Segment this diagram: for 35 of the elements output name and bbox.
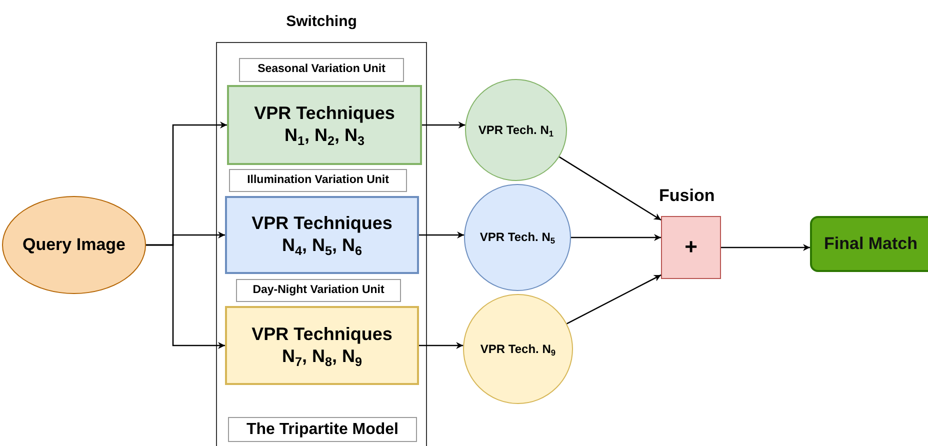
node-label: Day-Night Variation Unit bbox=[252, 284, 384, 298]
node-label: N$_{1}$, N$_{2}$, N$_{3}$ bbox=[284, 125, 365, 147]
arrow bbox=[146, 244, 225, 349]
process-box bbox=[225, 196, 419, 274]
title-box bbox=[228, 417, 417, 442]
arrow bbox=[566, 274, 662, 324]
node-label: Query Image bbox=[22, 234, 126, 256]
process-box bbox=[227, 85, 422, 165]
arrow bbox=[419, 232, 464, 238]
arrow bbox=[571, 234, 661, 241]
node-label: Illumination Variation Unit bbox=[247, 174, 389, 188]
node-label: Seasonal Variation Unit bbox=[258, 63, 386, 77]
arrow bbox=[558, 156, 662, 221]
node-label: VPR Tech. N$_{1}$ bbox=[478, 122, 554, 138]
arrow bbox=[721, 244, 810, 251]
arrow bbox=[422, 122, 466, 128]
node-label: VPR Techniques bbox=[252, 324, 392, 346]
node-label: N$_{4}$, N$_{5}$, N$_{6}$ bbox=[282, 235, 362, 257]
unit-label-box bbox=[239, 58, 404, 82]
node-label: VPR Techniques bbox=[252, 213, 392, 235]
node-label: VPR Tech. N$_{5}$ bbox=[480, 230, 556, 245]
node-caption: Fusion bbox=[659, 186, 715, 206]
heading: Switching bbox=[285, 13, 358, 31]
node-label: VPR Tech. N$_{9}$ bbox=[480, 342, 556, 356]
unit-label-box bbox=[229, 169, 407, 192]
result-box bbox=[810, 216, 928, 272]
node-label: VPR Techniques bbox=[254, 103, 395, 125]
node-label: + bbox=[684, 234, 698, 261]
fusion-box bbox=[661, 216, 721, 279]
node-label: The Tripartite Model bbox=[246, 420, 398, 440]
arrow bbox=[419, 342, 464, 349]
unit-label-box bbox=[236, 279, 401, 302]
node-label: Final Match bbox=[824, 234, 918, 254]
node-label: N$_{7}$, N$_{8}$, N$_{9}$ bbox=[282, 346, 362, 368]
process-box bbox=[225, 306, 419, 385]
